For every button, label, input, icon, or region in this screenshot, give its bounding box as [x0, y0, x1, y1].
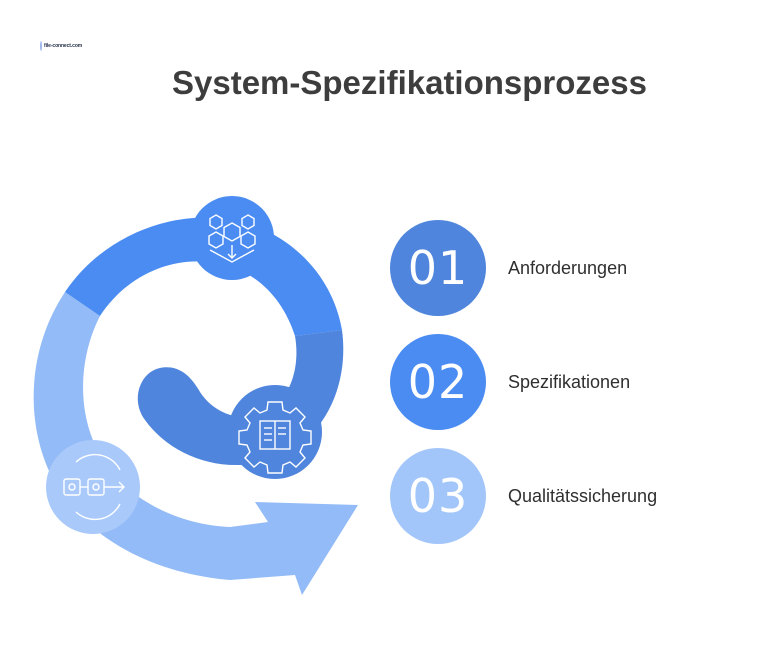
step-3: 03 Qualitätssicherung	[390, 448, 720, 544]
page-title: System-Spezifikationsprozess	[172, 64, 647, 101]
step-1: 01 Anforderungen	[390, 220, 720, 316]
step-2-label: Spezifikationen	[508, 371, 631, 392]
step-1-number: 01	[390, 220, 486, 316]
hexagon-network-icon	[208, 214, 256, 263]
step-2: 02 Spezifikationen	[390, 334, 720, 430]
step-2-number: 02	[390, 334, 486, 430]
gear-document-icon	[238, 401, 312, 474]
logo-icon	[40, 41, 42, 51]
logo-text: file-connect.com	[44, 43, 83, 49]
node-circle-top	[190, 196, 274, 280]
brand-logo: file-connect.com	[40, 40, 82, 52]
process-flow-icon	[63, 453, 125, 521]
step-3-number: 03	[390, 448, 486, 544]
step-1-label: Anforderungen	[508, 257, 628, 278]
step-3-label: Qualitätssicherung	[508, 485, 658, 506]
